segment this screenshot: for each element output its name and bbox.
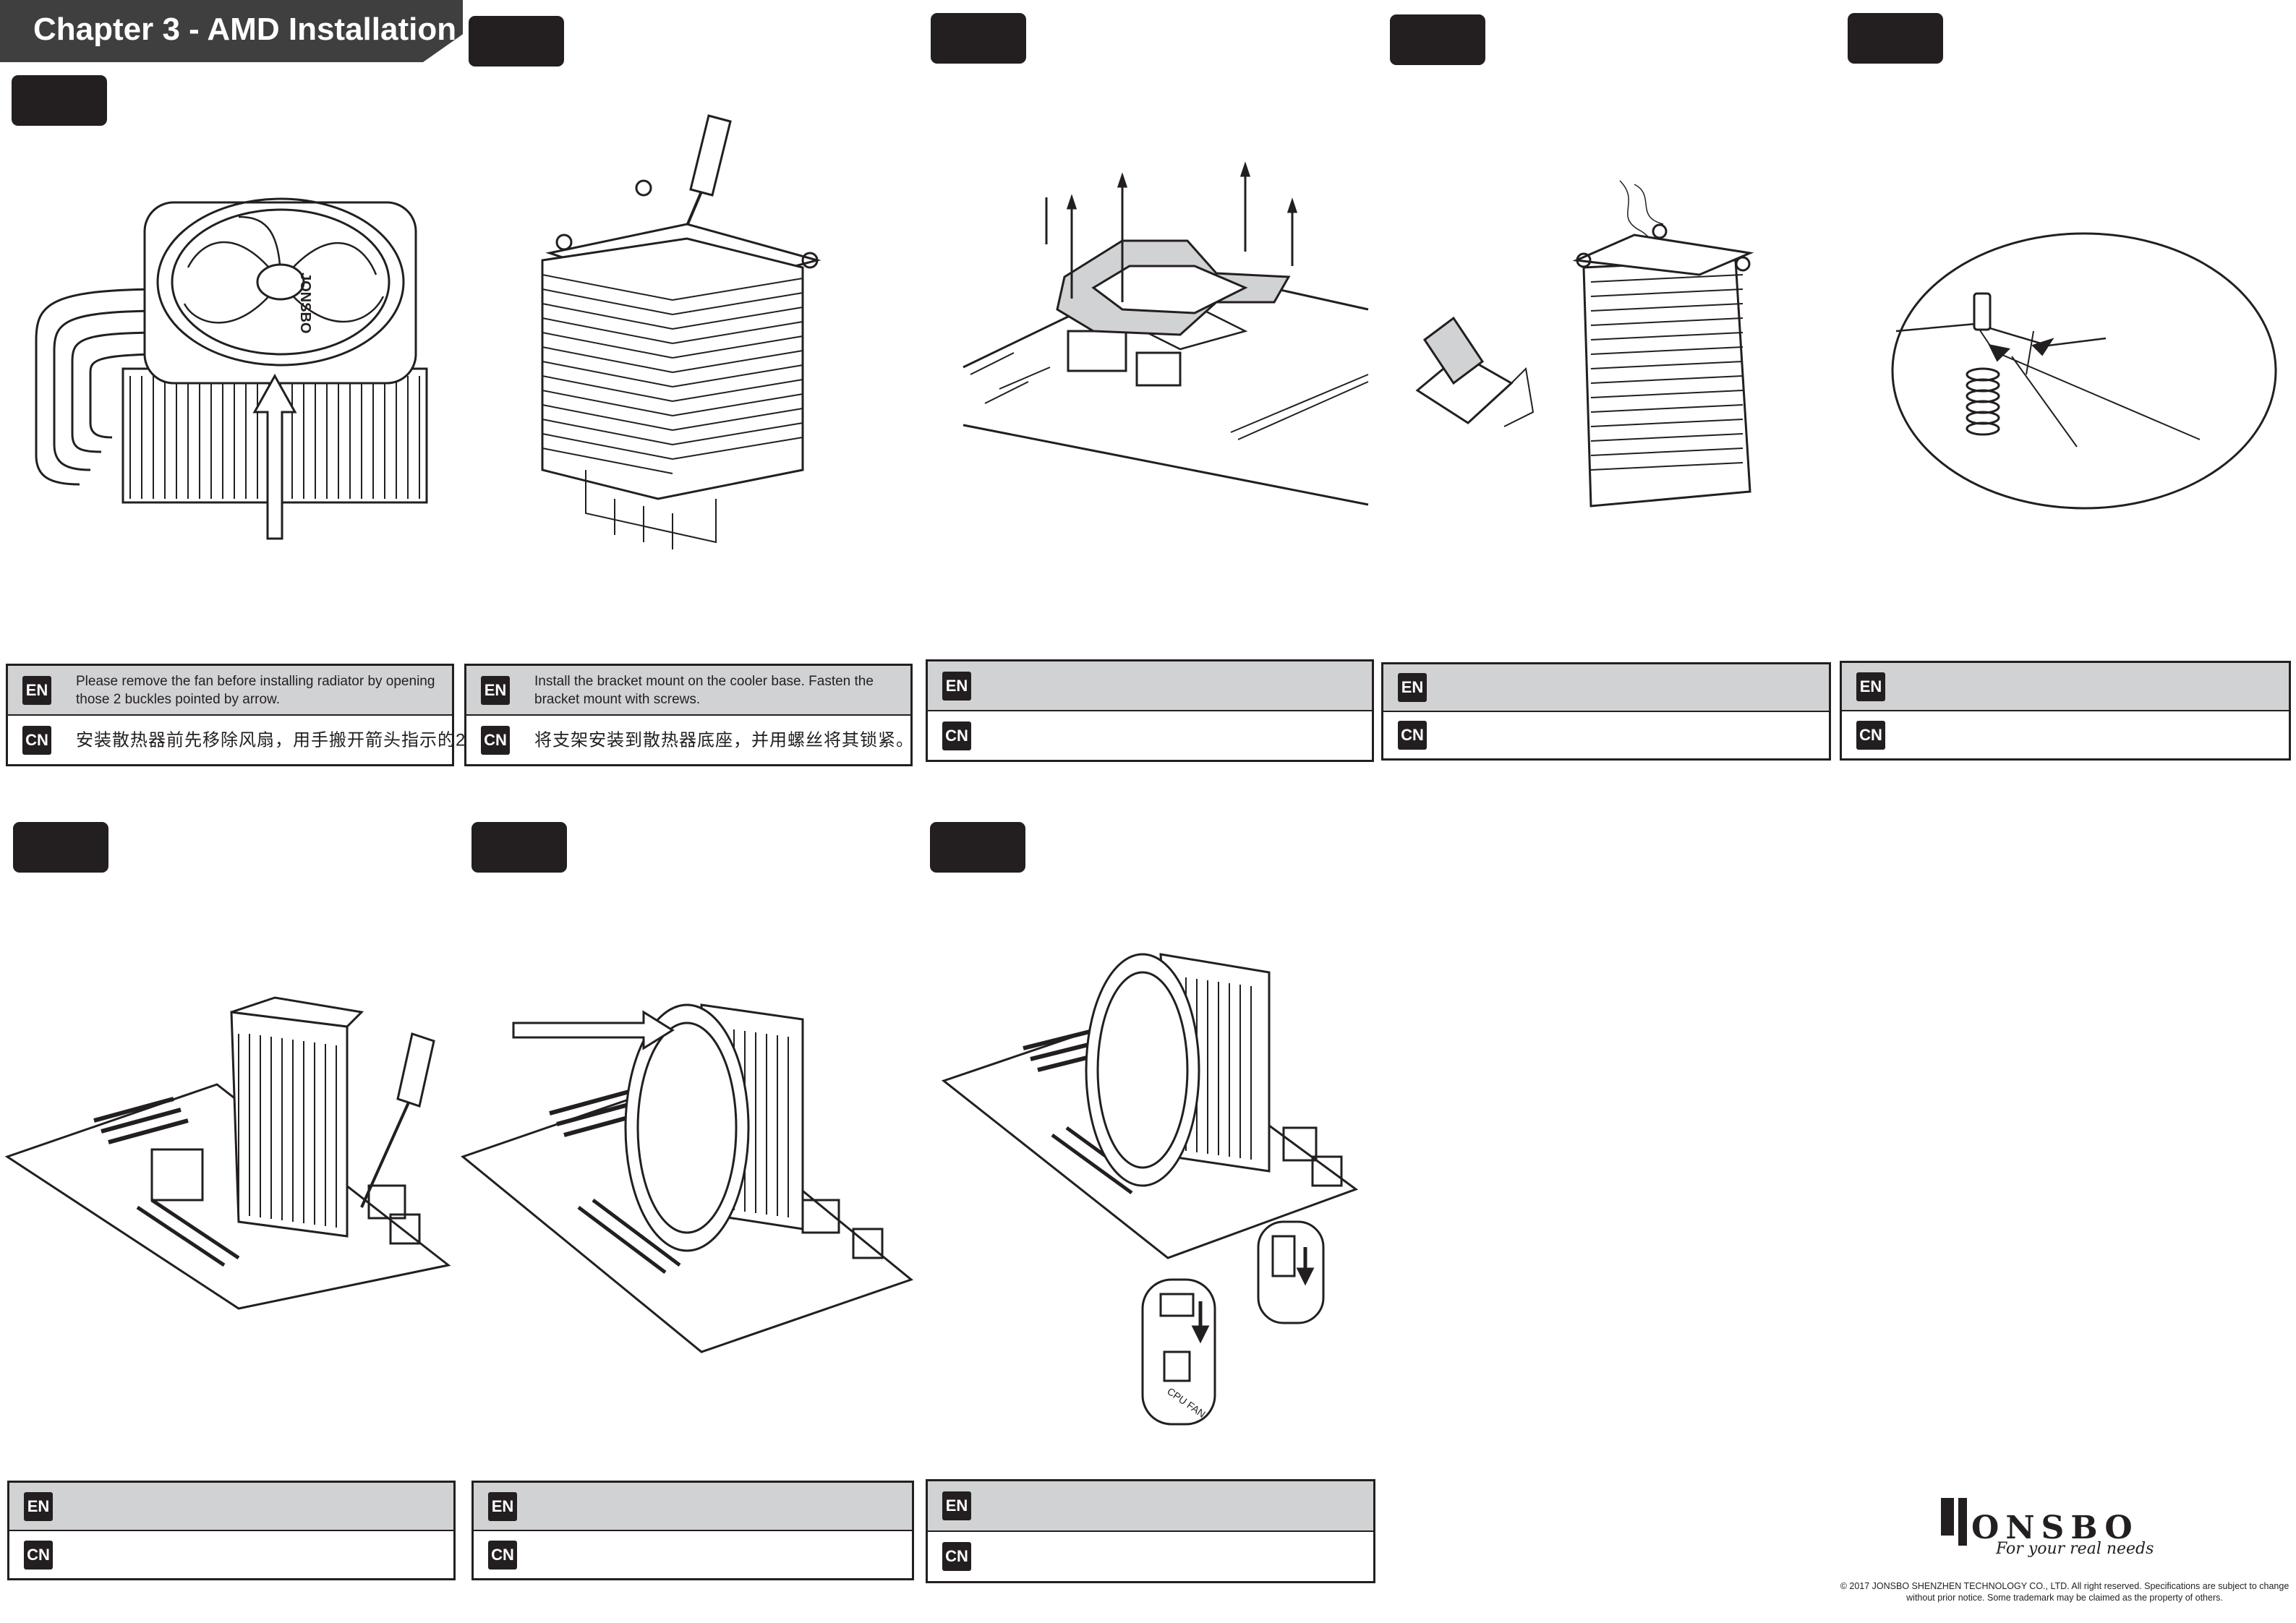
connector-detail-2 bbox=[1257, 1220, 1325, 1324]
en-badge: EN bbox=[1856, 672, 1885, 701]
instruction-cn: 将支架安装到散热器底座，并用螺丝将其锁紧。 bbox=[534, 730, 914, 750]
en-badge: EN bbox=[22, 675, 51, 705]
cn-badge: CN bbox=[481, 725, 510, 755]
instruction-box-5: EN CN bbox=[1840, 661, 2291, 761]
step-tab-8 bbox=[930, 822, 1025, 873]
cn-badge: CN bbox=[1856, 720, 1885, 750]
up-arrow bbox=[252, 373, 297, 540]
cn-badge: CN bbox=[1398, 721, 1427, 750]
logo-tagline: For your real needs bbox=[1996, 1540, 2154, 1558]
instruction-en: Install the bracket mount on the cooler … bbox=[534, 673, 874, 707]
step-2-illustration bbox=[528, 108, 832, 564]
heatpipe-lines bbox=[35, 288, 167, 486]
screwdriver-icon bbox=[360, 1032, 435, 1208]
en-badge: EN bbox=[24, 1491, 53, 1521]
instruction-box-1: EN Please remove the fan before installin… bbox=[6, 664, 665, 766]
fin-stack bbox=[541, 237, 804, 549]
instruction-box-7: EN CN bbox=[471, 1481, 914, 1580]
screw-arrows bbox=[1045, 161, 1298, 302]
cn-badge: CN bbox=[942, 721, 971, 750]
fan-frame bbox=[1085, 953, 1200, 1187]
logo-wordmark: ONSBO bbox=[1971, 1509, 2139, 1546]
fan-frame bbox=[624, 1003, 750, 1252]
en-badge: EN bbox=[942, 1491, 971, 1521]
step-1-illustration: JONSBO bbox=[22, 195, 434, 549]
cn-badge: CN bbox=[22, 725, 51, 755]
step-tab-1 bbox=[12, 75, 107, 126]
logo-j-icon bbox=[1941, 1498, 1967, 1546]
step-3-illustration bbox=[956, 158, 1369, 512]
en-badge: EN bbox=[481, 675, 510, 705]
chapter-banner: Chapter 3 - AMD Installation bbox=[0, 0, 463, 62]
instruction-box-2: EN Install the bracket mount on the coole… bbox=[464, 664, 913, 766]
instruction-box-8: EN CN bbox=[926, 1479, 1375, 1583]
cn-badge: CN bbox=[942, 1542, 971, 1572]
retention-bracket bbox=[1056, 239, 1291, 336]
cpu-fan-label: CPU FAN bbox=[1165, 1385, 1208, 1420]
step-tab-6 bbox=[13, 822, 108, 873]
step-tab-7 bbox=[471, 822, 567, 873]
step-tab-3 bbox=[931, 13, 1026, 64]
side-arrow bbox=[512, 1010, 675, 1050]
step-4-illustration bbox=[1403, 174, 1808, 513]
step-tab-5 bbox=[1848, 13, 1943, 64]
motherboard bbox=[4, 1083, 451, 1310]
step-6-illustration bbox=[4, 990, 456, 1310]
cooler-fins bbox=[1572, 223, 1754, 508]
en-badge: EN bbox=[1398, 673, 1427, 703]
cpu-socket bbox=[1415, 316, 1535, 427]
step-tab-2 bbox=[469, 16, 564, 67]
step-tab-4 bbox=[1390, 14, 1485, 65]
cn-badge: CN bbox=[24, 1540, 53, 1570]
instruction-box-3: EN CN bbox=[926, 659, 1374, 762]
spring bbox=[1966, 367, 2000, 436]
fan-brand-label: JONSBO bbox=[297, 273, 313, 333]
en-badge: EN bbox=[488, 1491, 517, 1521]
cooler-fins bbox=[230, 996, 364, 1238]
instruction-box-6: EN CN bbox=[7, 1481, 456, 1580]
fan-frame: JONSBO bbox=[143, 197, 417, 385]
instruction-cn: 安装散热器前先移除风扇，用手搬开箭头指示的2个卡扣就可以取下风扇。 bbox=[76, 730, 665, 750]
connector-detail-1 bbox=[1141, 1278, 1216, 1426]
step-8-illustration: CPU FAN bbox=[941, 940, 1359, 1426]
en-badge: EN bbox=[942, 671, 971, 701]
step-7-illustration bbox=[460, 969, 914, 1359]
step-5-illustration bbox=[1889, 230, 2279, 512]
zoom-circle bbox=[1891, 232, 2277, 510]
instruction-box-4: EN CN bbox=[1381, 662, 1831, 761]
copyright-notice: © 2017 JONSBO SHENZHEN TECHNOLOGY CO., L… bbox=[1840, 1581, 2289, 1603]
instruction-en: Please remove the fan before installing … bbox=[76, 673, 435, 707]
chapter-title: Chapter 3 - AMD Installation bbox=[33, 12, 457, 47]
brand-logo: ONSBO For your real needs bbox=[1941, 1494, 2165, 1559]
cn-badge: CN bbox=[488, 1540, 517, 1570]
